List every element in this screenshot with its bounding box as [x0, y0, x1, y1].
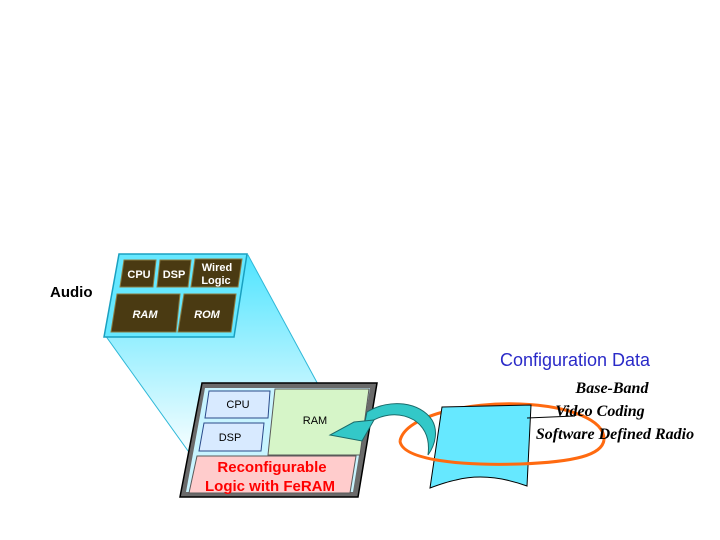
config-item-1: Video Coding	[555, 403, 644, 420]
audio-rom-block	[177, 293, 237, 333]
config-pointer-line	[526, 415, 576, 419]
audio-label: Audio	[50, 284, 93, 301]
audio-chip: CPU DSP Wired Logic RAM ROM	[103, 253, 248, 338]
transfer-arrow	[328, 403, 436, 456]
reconfig-ram-label: RAM	[303, 415, 327, 427]
reconfig-title-line2: Logic with FeRAM	[205, 478, 335, 495]
orange-ring-front	[398, 439, 606, 466]
audio-ram-label: RAM	[132, 309, 158, 321]
audio-cpu-label: CPU	[127, 269, 150, 281]
reconfig-cpu-label: CPU	[226, 399, 249, 411]
transfer-arrow-head	[328, 419, 375, 442]
transfer-arrow-body	[363, 403, 436, 456]
reconfig-dsp-block	[198, 422, 265, 452]
reconfig-title-line1: Reconfigurable	[217, 459, 326, 476]
reconfig-dsp-label: DSP	[219, 432, 242, 444]
audio-rom-label: ROM	[194, 309, 221, 321]
audio-wired-label-1: Wired	[202, 262, 232, 274]
config-item-0: Base-Band	[575, 380, 650, 397]
reconfig-cpu-block	[204, 390, 271, 419]
reconfig-feram-bar	[188, 455, 357, 494]
audio-dsp-block	[156, 259, 192, 288]
config-data-title: Configuration Data	[500, 350, 651, 370]
reconfigurable-chip: RAM CPU DSP Reconfigurable Logic with Fe…	[179, 382, 378, 498]
audio-dsp-label: DSP	[163, 269, 186, 281]
audio-cpu-block	[119, 259, 157, 288]
audio-wired-label-2: Logic	[201, 275, 230, 287]
audio-ram-block	[110, 293, 181, 333]
reconfig-ram-region	[267, 388, 370, 456]
audio-wired-logic-block	[190, 258, 243, 288]
config-document	[429, 404, 532, 489]
config-item-2: Software Defined Radio	[536, 426, 694, 443]
